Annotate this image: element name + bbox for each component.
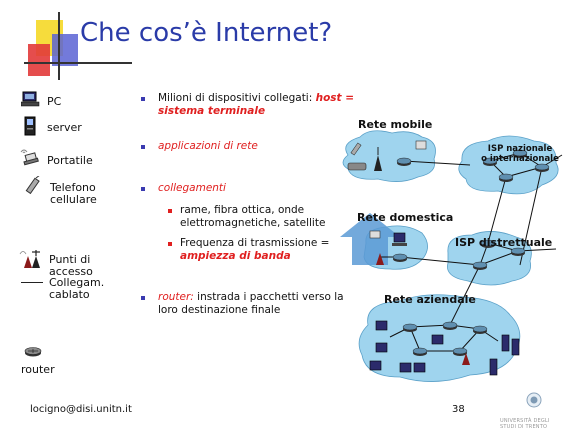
label-isp-nazionale: ISP nazionale o internazionale	[470, 144, 567, 164]
subbullet-bandwidth-line2: ampiezza di banda	[180, 250, 291, 262]
university-name: UNIVERSITÀ DEGLI STUDI DI TRENTO	[500, 418, 550, 428]
bullet-router-text2: loro destinazione finale	[158, 304, 281, 316]
legend-pc-label: PC	[47, 95, 62, 108]
subbullet-marker	[168, 242, 172, 246]
label-rete-mobile: Rete mobile	[358, 118, 433, 131]
bullet-router-text1: instrada i pacchetti verso la	[193, 291, 344, 303]
title-decoration-red	[28, 44, 50, 76]
home-arrow	[340, 213, 400, 265]
mobile-network-cloud	[342, 130, 436, 182]
legend-access-point-label-line1: Punti di	[49, 253, 91, 266]
legend-wired-link-label: Collegam. cablato	[49, 277, 104, 301]
label-isp-nazionale-line1: ISP nazionale	[487, 144, 553, 154]
bullet-devices-emph2: sistema terminale	[158, 105, 266, 117]
corporate-access-point	[462, 353, 470, 365]
bullet-router-emph: router:	[158, 291, 194, 303]
label-rete-aziendale: Rete aziendale	[384, 293, 476, 306]
subbullet-bandwidth-line1: Frequenza di trasmissione =	[180, 237, 330, 249]
network-diagram	[340, 130, 563, 382]
university-seal-icon	[526, 392, 542, 408]
mobile-devices	[347, 140, 427, 171]
bullet-marker	[141, 187, 145, 191]
bullet-marker	[141, 296, 145, 300]
router-nodes	[392, 149, 550, 356]
legend-server-label: server	[47, 121, 82, 134]
legend-cellphone-label-line1: Telefono	[50, 181, 96, 194]
legend-cellphone-label: Telefono cellulare	[50, 182, 97, 206]
corporate-devices	[369, 320, 520, 376]
slide-title: Che cos’è Internet?	[80, 18, 333, 48]
access-point-icon	[19, 250, 40, 268]
server-icon	[24, 116, 36, 136]
bullet-router: router: instrada i pacchetti verso la lo…	[158, 291, 358, 317]
bullet-marker	[141, 145, 145, 149]
bullet-applications: applicazioni di rete	[158, 140, 258, 152]
label-isp-distrettuale: ISP distrettuale	[455, 236, 553, 249]
legend-access-point-label: Punti di accesso	[49, 254, 93, 278]
bullet-devices-text: Milioni di dispositivi collegati:	[158, 92, 316, 104]
legend-cellphone-label-line2: cellulare	[50, 193, 97, 206]
bullet-links: collegamenti	[158, 182, 226, 194]
pc-icon	[21, 91, 40, 107]
legend-wired-link-label-line1: Collegam.	[49, 276, 105, 289]
title-decoration-hline	[24, 62, 132, 64]
title-decoration-vline	[58, 12, 60, 80]
wired-link-icon	[21, 282, 43, 283]
home-devices	[369, 230, 407, 265]
router-icon	[24, 347, 42, 357]
subbullet-media: rame, fibra ottica, onde elettromagnetic…	[180, 204, 325, 230]
cellphone-icon	[25, 176, 40, 195]
bullet-devices: Milioni di dispositivi collegati: host =…	[158, 92, 358, 118]
legend-router-label: router	[21, 363, 55, 376]
title-decoration-blue	[52, 34, 78, 66]
bullet-devices-emph1: host =	[315, 92, 355, 104]
bullet-marker	[141, 97, 145, 101]
legend-wired-link-label-line2: cablato	[49, 288, 90, 301]
subbullet-media-line2: elettromagnetiche, satellite	[180, 217, 326, 229]
laptop-icon	[20, 149, 39, 166]
subbullet-media-line1: rame, fibra ottica, onde	[180, 204, 305, 216]
page-number: 38	[452, 404, 465, 415]
legend-laptop-label: Portatile	[47, 154, 93, 167]
label-isp-nazionale-line2: o internazionale	[481, 154, 559, 164]
footer-email: locigno@disi.unitn.it	[30, 404, 132, 415]
subbullet-bandwidth: Frequenza di trasmissione = ampiezza di …	[180, 237, 329, 263]
label-rete-domestica: Rete domestica	[357, 211, 454, 224]
isp-national-cloud	[458, 135, 559, 195]
subbullet-marker	[168, 209, 172, 213]
isp-district-cloud	[447, 231, 532, 286]
legend-access-point-label-line2: accesso	[49, 265, 93, 278]
